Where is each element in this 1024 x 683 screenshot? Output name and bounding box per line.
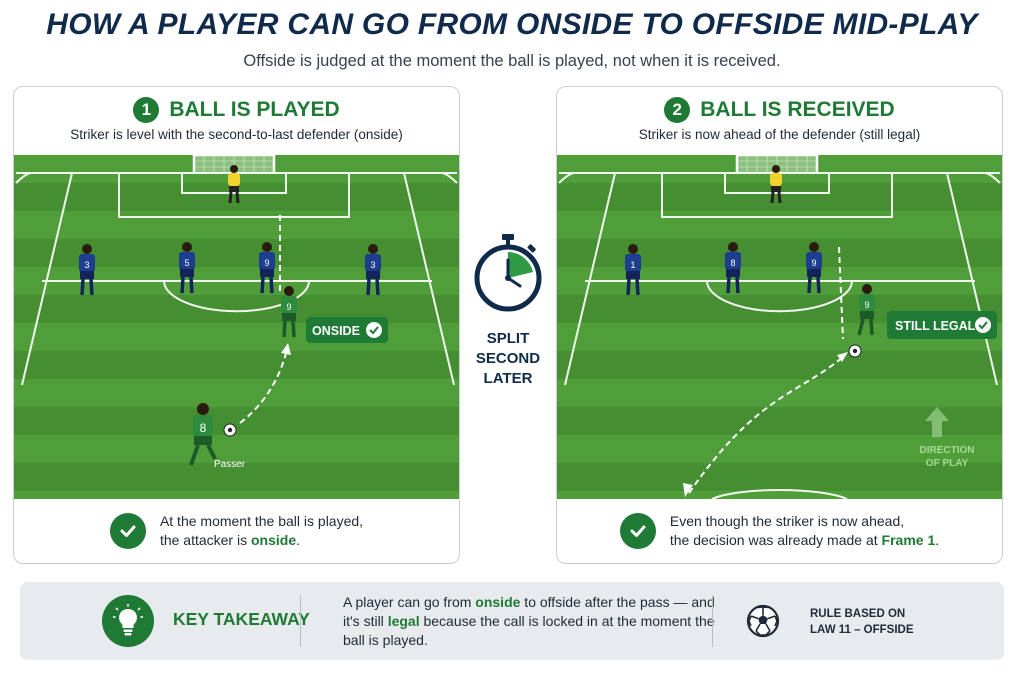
frame-1-panel: 1 BALL IS PLAYED Striker is level with t… — [13, 86, 460, 564]
frame-1-title: BALL IS PLAYED — [169, 98, 340, 121]
stopwatch-icon — [474, 234, 542, 312]
defender-number: 1 — [630, 260, 635, 270]
pitch-grass — [14, 155, 459, 499]
onside-badge: ONSIDE — [306, 317, 388, 343]
soccer-ball-icon — [746, 604, 780, 638]
passer: 8 — [189, 403, 217, 466]
arrow-head — [281, 343, 291, 355]
defender: 8 — [725, 242, 741, 294]
pitch-lines — [558, 172, 1001, 499]
pass-arrow — [688, 356, 844, 494]
offside-line — [838, 246, 844, 340]
defender-number: 9 — [264, 258, 269, 268]
frame-1-description: Striker is level with the second-to-last… — [70, 127, 403, 142]
defender-number: 3 — [370, 260, 375, 270]
goal — [192, 155, 276, 173]
page-title: HOW A PLAYER CAN GO FROM ONSIDE TO OFFSI… — [46, 8, 978, 41]
soccer-ball-icon — [223, 423, 237, 437]
frame-2-footer: Even though the striker is now ahead, th… — [557, 499, 1002, 563]
footer-line: At the moment the ball is played, — [159, 513, 364, 529]
defender: 3 — [365, 244, 381, 296]
defender: 9 — [259, 242, 275, 294]
footer-line: the attacker is onside. — [159, 532, 300, 548]
defender: 3 — [79, 244, 95, 296]
frame-1-highlight: Frame 1 — [881, 532, 936, 548]
arrow-head — [837, 352, 848, 362]
defender: 1 — [625, 244, 641, 296]
defender-number: 5 — [184, 258, 189, 268]
check-icon — [619, 513, 656, 549]
footer-line: Even though the striker is now ahead, — [669, 513, 905, 529]
split-second-label: SPLIT SECOND LATER — [475, 330, 541, 387]
frame-2-title: BALL IS RECEIVED — [700, 98, 895, 121]
striker: 9 — [281, 286, 297, 338]
defender: 5 — [179, 242, 195, 294]
frame-1-footer: At the moment the ball is played, the at… — [14, 499, 459, 563]
key-takeaway-title: KEY TAKEAWAY — [173, 609, 310, 629]
legal-highlight: legal — [387, 613, 420, 629]
law-reference: RULE BASED ON LAW 11 – OFFSIDE — [810, 608, 914, 636]
defender-number: 9 — [811, 258, 816, 268]
direction-label: OF PLAY — [926, 458, 969, 469]
footer-line: the decision was already made at Frame 1… — [669, 532, 940, 548]
lightbulb-icon — [102, 595, 154, 647]
frame-1-pitch: 3 5 9 3 — [14, 155, 459, 499]
passer-label: Passer — [214, 459, 246, 470]
defender: 9 — [806, 242, 822, 294]
key-takeaway-text: A player can go from onside to offside a… — [343, 594, 715, 648]
frame-1-footer-text: At the moment the ball is played, the at… — [160, 512, 363, 550]
check-icon — [975, 317, 991, 333]
split-second-indicator: SPLIT SECOND LATER — [468, 232, 548, 389]
check-icon — [366, 322, 382, 338]
soccer-ball-icon — [848, 344, 862, 358]
pass-arrow — [239, 348, 288, 424]
still-legal-badge: STILL LEGAL — [887, 311, 997, 339]
divider — [712, 595, 713, 647]
arrow-up-icon — [925, 407, 949, 437]
striker-number: 9 — [864, 300, 869, 310]
frame-1-header: 1 BALL IS PLAYED Striker is level with t… — [14, 87, 459, 155]
frame-2-number: 2 — [664, 97, 691, 123]
check-icon — [109, 513, 146, 549]
key-takeaway-bar: KEY TAKEAWAY A player can go from onside… — [20, 582, 1004, 660]
direction-label: DIRECTION — [920, 445, 975, 456]
frame-2-pitch: 1 8 9 9 — [557, 155, 1002, 499]
striker-number: 9 — [286, 302, 291, 312]
frame-2-footer-text: Even though the striker is now ahead, th… — [670, 512, 939, 550]
page-subtitle: Offside is judged at the moment the ball… — [243, 52, 781, 70]
still-legal-badge-label: STILL LEGAL — [895, 319, 976, 333]
onside-badge-label: ONSIDE — [312, 324, 360, 338]
arrow-tail-head — [683, 483, 693, 497]
onside-highlight: onside — [475, 594, 521, 610]
striker: 9 — [857, 284, 875, 336]
defender-number: 8 — [730, 258, 735, 268]
frame-2-header: 2 BALL IS RECEIVED Striker is now ahead … — [557, 87, 1002, 155]
divider — [300, 595, 301, 647]
goalkeeper — [228, 165, 240, 204]
frame-2-description: Striker is now ahead of the defender (st… — [638, 127, 921, 142]
frame-1-number: 1 — [133, 97, 160, 123]
goalkeeper — [770, 165, 782, 204]
frame-2-panel: 2 BALL IS RECEIVED Striker is now ahead … — [556, 86, 1003, 564]
onside-highlight: onside — [250, 532, 297, 548]
passer-number: 8 — [200, 421, 207, 435]
defender-number: 3 — [84, 260, 89, 270]
